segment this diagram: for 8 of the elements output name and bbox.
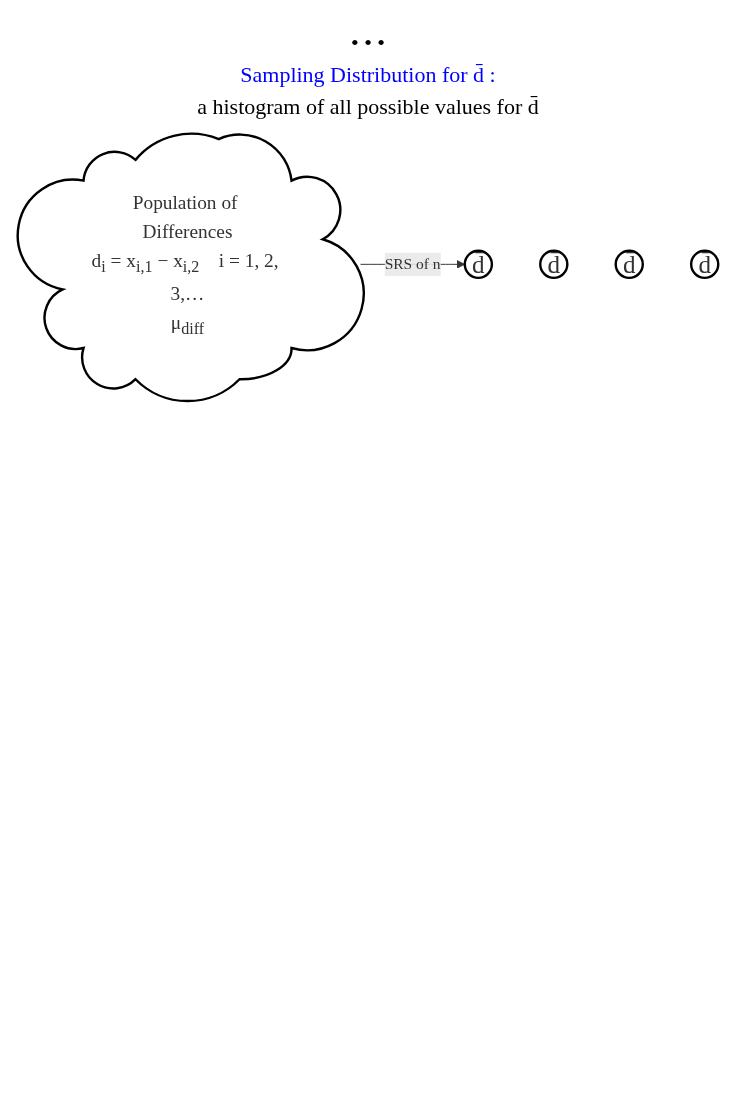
brace-note: a histogram of all possible values for d̄ (196, 94, 540, 120)
brace-heading: Sampling Distribution for d̄ : (239, 62, 497, 88)
ellipsis-dots: • • • (349, 30, 387, 56)
node-circle: d̄ (539, 249, 569, 280)
node-circle: d̄ (463, 249, 494, 280)
edge-label: SRS of n (384, 255, 441, 273)
node-circle: d̄ (614, 249, 644, 280)
node-circle: d̄ (689, 249, 720, 280)
